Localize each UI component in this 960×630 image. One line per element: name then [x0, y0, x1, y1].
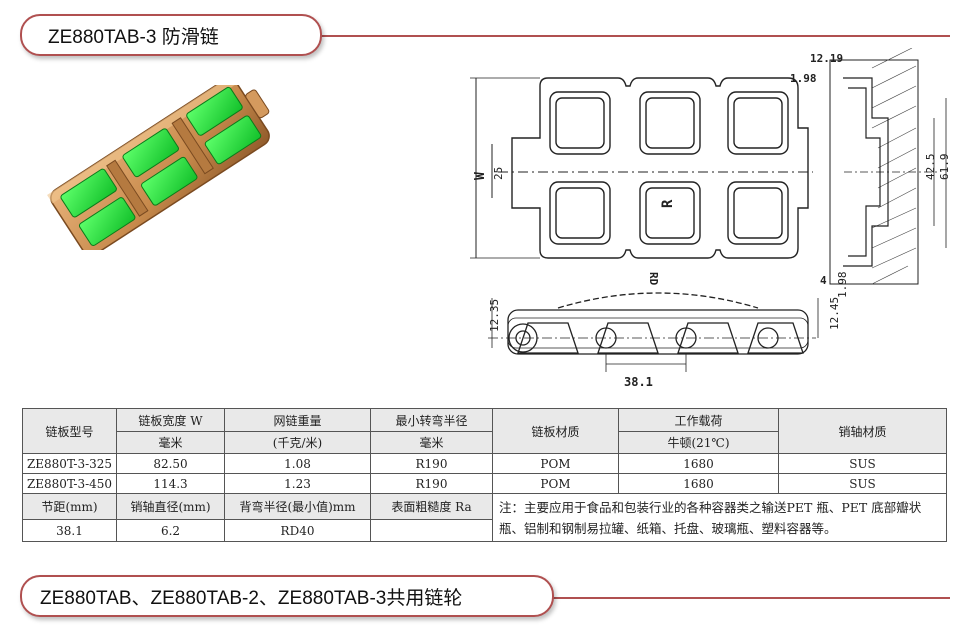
header-back-radius: 背弯半径(最小值)mm	[224, 493, 371, 520]
dim-4: 4	[820, 274, 827, 287]
cell-pin: SUS	[778, 453, 947, 474]
dim-12-19: 12.19	[810, 52, 843, 65]
header-material: 链板材质	[492, 408, 619, 454]
cell-radius: R190	[370, 453, 493, 474]
cell-width: 114.3	[116, 473, 225, 494]
cell-material: POM	[492, 453, 619, 474]
dim-1-98-top: 1.98	[790, 72, 817, 85]
cell-radius: R190	[370, 473, 493, 494]
cell-back-radius: RD40	[224, 519, 371, 542]
dim-12-35: 12.35	[488, 299, 501, 332]
specs-table: 链板型号 链板宽度 W 网链重量 最小转弯半径 链板材质 工作载荷 销轴材质 毫…	[22, 408, 947, 542]
cell-model: ZE880T-3-325	[22, 453, 117, 474]
cell-pin: SUS	[778, 473, 947, 494]
header-radius-unit: 毫米	[370, 431, 493, 454]
cell-pin-dia: 6.2	[116, 519, 225, 542]
cell-roughness	[370, 519, 493, 542]
header-rule	[310, 35, 950, 37]
top-view-drawing: W 25 R 12.19 1.98 42.5 61.9 4	[470, 48, 948, 287]
cell-model: ZE880T-3-450	[22, 473, 117, 494]
dim-61-9: 61.9	[938, 154, 948, 181]
header-pin-material: 销轴材质	[778, 408, 947, 454]
header-load: 工作载荷	[618, 408, 779, 432]
dim-rd: RD	[647, 272, 660, 286]
dim-38-1: 38.1	[624, 375, 653, 389]
dim-12-45: 12.45	[828, 297, 841, 330]
cell-load: 1680	[618, 473, 779, 494]
header-model: 链板型号	[22, 408, 117, 454]
chain-product-image	[47, 85, 270, 250]
cell-load: 1680	[618, 453, 779, 474]
header-roughness: 表面粗糙度 Ra	[370, 493, 493, 520]
product-title: ZE880TAB-3 防滑链	[20, 14, 322, 56]
header-weight-unit: (千克/米)	[224, 431, 371, 454]
cell-pitch: 38.1	[22, 519, 117, 542]
sprocket-compat-title: ZE880TAB、ZE880TAB-2、ZE880TAB-3共用链轮	[20, 575, 554, 617]
dim-w: W	[473, 172, 488, 180]
side-view-drawing: 38.1 12.35 12.45 1.98 RD	[488, 272, 848, 389]
cell-width: 82.50	[116, 453, 225, 474]
cell-weight: 1.08	[224, 453, 371, 474]
cell-material: POM	[492, 473, 619, 494]
header-radius: 最小转弯半径	[370, 408, 493, 432]
dim-1-98-side: 1.98	[836, 272, 848, 299]
cell-weight: 1.23	[224, 473, 371, 494]
usage-note: 注：主要应用于食品和包装行业的各种容器类之输送PET 瓶、PET 底部瓣状瓶、铝…	[492, 493, 947, 542]
footer-rule	[430, 597, 950, 599]
header-load-unit: 牛顿(21℃)	[618, 431, 779, 454]
header-pin-dia: 销轴直径(mm)	[116, 493, 225, 520]
dim-25: 25	[492, 167, 505, 180]
dim-r: R	[660, 199, 676, 208]
header-width: 链板宽度 W	[116, 408, 225, 432]
header-width-unit: 毫米	[116, 431, 225, 454]
header-weight: 网链重量	[224, 408, 371, 432]
dim-42-5: 42.5	[924, 154, 937, 181]
header-pitch: 节距(mm)	[22, 493, 117, 520]
table-row: ZE880T-3-450 114.3 1.23 R190 POM 1680 SU…	[22, 473, 947, 494]
table-row: ZE880T-3-325 82.50 1.08 R190 POM 1680 SU…	[22, 453, 947, 474]
